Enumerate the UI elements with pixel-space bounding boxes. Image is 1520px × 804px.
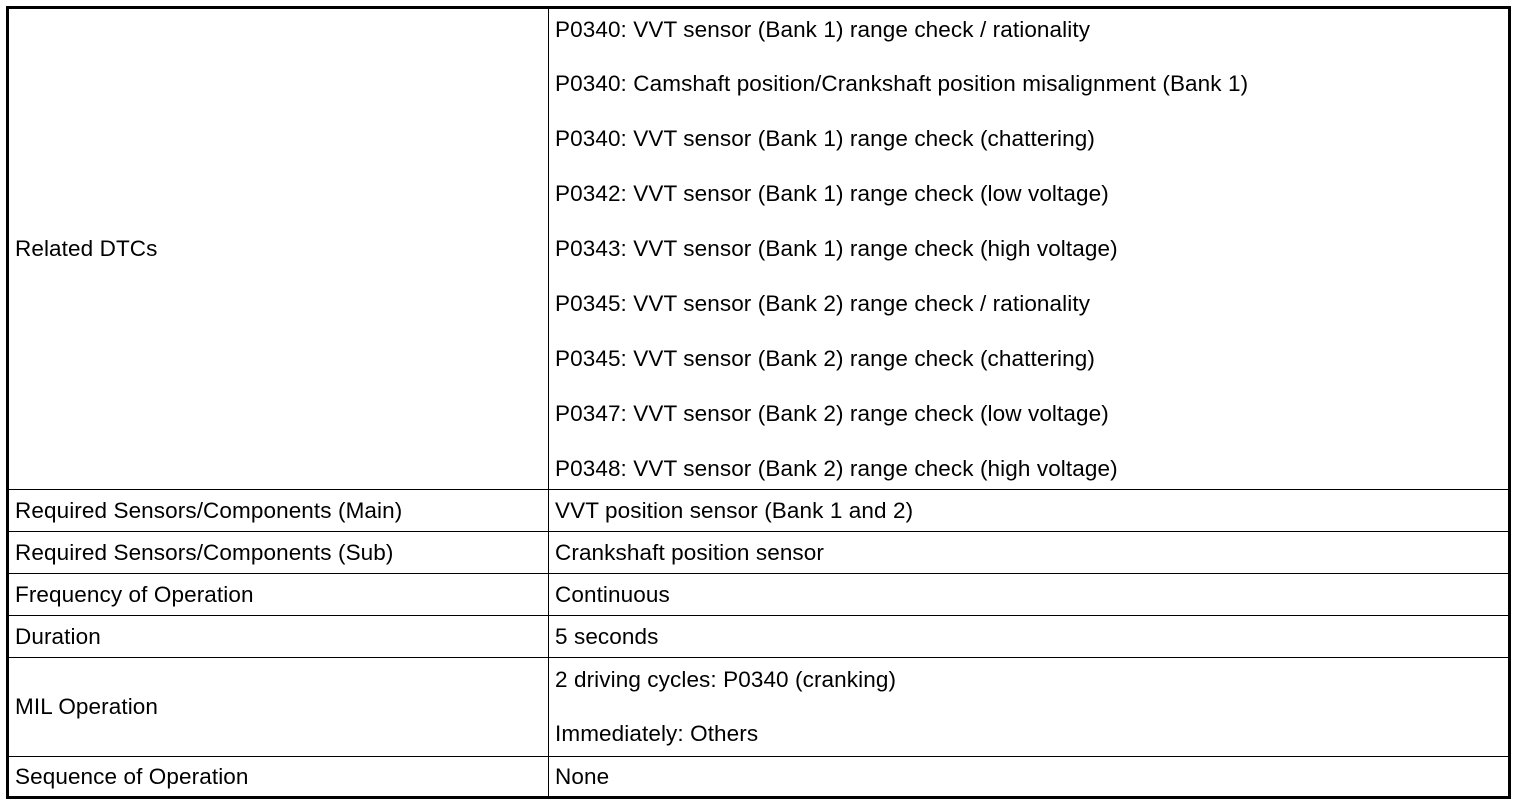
sequence-value: None	[548, 756, 1510, 798]
table-row-mil-operation: MIL Operation 2 driving cycles: P0340 (c…	[7, 657, 1510, 757]
monitor-spec-table: Related DTCs P0340: VVT sensor (Bank 1) …	[6, 6, 1511, 799]
mil-operation-list: 2 driving cycles: P0340 (cranking) Immed…	[555, 667, 1502, 747]
mil-operation-label: MIL Operation	[7, 657, 549, 757]
related-dtcs-label: Related DTCs	[7, 7, 549, 490]
dtc-item: P0347: VVT sensor (Bank 2) range check (…	[555, 400, 1109, 426]
sequence-label: Sequence of Operation	[7, 756, 549, 798]
table-row-duration: Duration 5 seconds	[7, 615, 1510, 658]
related-dtcs-value: P0340: VVT sensor (Bank 1) range check /…	[548, 7, 1510, 490]
dtc-item: P0340: VVT sensor (Bank 1) range check (…	[555, 126, 1095, 152]
dtc-item: P0340: Camshaft position/Crankshaft posi…	[555, 71, 1249, 97]
duration-value: 5 seconds	[548, 615, 1510, 658]
required-sub-label: Required Sensors/Components (Sub)	[7, 531, 549, 574]
dtc-item: P0342: VVT sensor (Bank 1) range check (…	[555, 181, 1109, 207]
frequency-label: Frequency of Operation	[7, 573, 549, 616]
table-row-frequency: Frequency of Operation Continuous	[7, 573, 1510, 616]
dtc-item: P0340: VVT sensor (Bank 1) range check /…	[555, 16, 1091, 42]
dtc-list: P0340: VVT sensor (Bank 1) range check /…	[555, 17, 1502, 482]
required-main-label: Required Sensors/Components (Main)	[7, 489, 549, 532]
mil-operation-value: 2 driving cycles: P0340 (cranking) Immed…	[548, 657, 1510, 757]
duration-label: Duration	[7, 615, 549, 658]
dtc-item: P0348: VVT sensor (Bank 2) range check (…	[555, 455, 1118, 481]
mil-operation-item: 2 driving cycles: P0340 (cranking)	[555, 667, 897, 692]
required-sub-value: Crankshaft position sensor	[548, 531, 1510, 574]
table-row-related-dtcs: Related DTCs P0340: VVT sensor (Bank 1) …	[7, 7, 1510, 490]
frequency-value: Continuous	[548, 573, 1510, 616]
mil-operation-item: Immediately: Others	[555, 721, 759, 746]
dtc-item: P0345: VVT sensor (Bank 2) range check (…	[555, 345, 1095, 371]
required-main-value: VVT position sensor (Bank 1 and 2)	[548, 489, 1510, 532]
table-row-sequence: Sequence of Operation None	[7, 756, 1510, 798]
table-row-required-sub: Required Sensors/Components (Sub) Cranks…	[7, 531, 1510, 574]
table-row-required-main: Required Sensors/Components (Main) VVT p…	[7, 489, 1510, 532]
dtc-item: P0343: VVT sensor (Bank 1) range check (…	[555, 236, 1118, 261]
dtc-item: P0345: VVT sensor (Bank 2) range check /…	[555, 290, 1091, 316]
